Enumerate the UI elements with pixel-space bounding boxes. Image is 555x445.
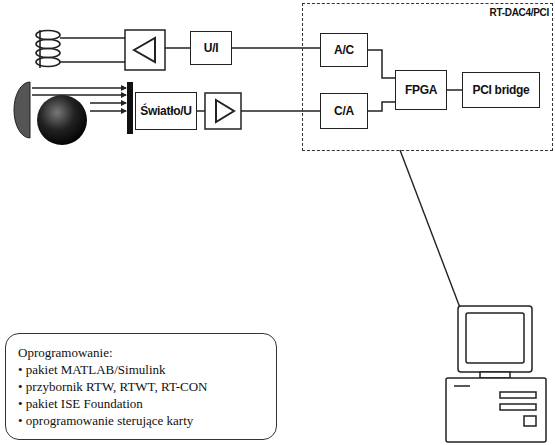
signal-wire [368, 102, 395, 111]
node-text: • oprogramowanie sterujące karty [18, 412, 193, 429]
software-box: Oprogramowanie:• pakiet MATLAB/Simulink•… [5, 333, 277, 440]
coil-symbol [36, 30, 125, 68]
amplifier-symbol [188, 93, 320, 129]
card-region: RT-DAC4/PCI A/C C/A FPGA PCI bridge [302, 3, 553, 151]
node-label: Światło/U [140, 104, 191, 118]
signal-wire [232, 47, 320, 49]
node-text: • pakiet MATLAB/Simulink [18, 361, 166, 378]
process-box: A/C [320, 33, 368, 67]
amplifier-symbol [125, 30, 190, 70]
node-label: U/I [204, 41, 218, 55]
ball-and-light-symbol [14, 82, 133, 145]
node-text: • pakiet ISE Foundation [18, 395, 143, 412]
node-label: FPGA [405, 83, 437, 97]
node-text: • przybornik RTW, RTWT, RT-CON [18, 378, 208, 395]
photodetector-bar [127, 82, 133, 134]
node-label: Oprogramowanie: [18, 344, 113, 361]
node-label: PCI bridge [472, 83, 529, 97]
computer-symbol [446, 306, 546, 442]
node-label: A/C [334, 43, 354, 57]
signal-wire [368, 50, 395, 78]
process-box: FPGA [395, 70, 447, 110]
process-box: C/A [320, 93, 368, 129]
signal-wire [447, 89, 462, 91]
node-label: RT-DAC4/PCI [490, 7, 549, 18]
process-box: U/I [190, 31, 232, 65]
process-box: PCI bridge [462, 72, 540, 108]
node-label: C/A [334, 104, 354, 118]
process-box: Światło/U [135, 92, 197, 130]
